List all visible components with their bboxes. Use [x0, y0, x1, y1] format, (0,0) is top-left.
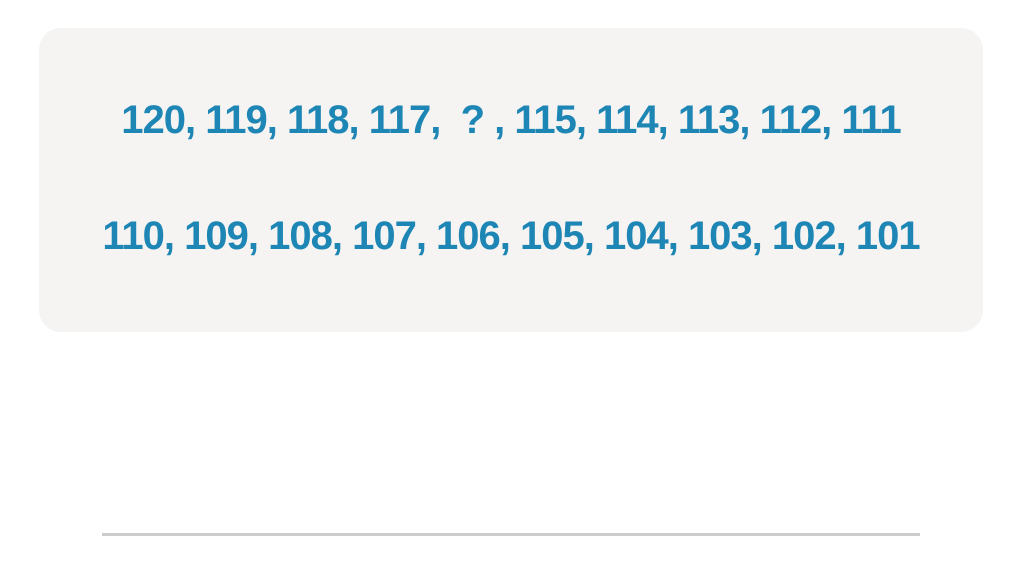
sequence-line-2: 110, 109, 108, 107, 106, 105, 104, 103, …: [102, 214, 920, 258]
sequence-card: 120, 119, 118, 117, ? , 115, 114, 113, 1…: [39, 28, 983, 332]
answer-line: [102, 533, 920, 536]
sequence-line-1: 120, 119, 118, 117, ? , 115, 114, 113, 1…: [121, 98, 901, 142]
